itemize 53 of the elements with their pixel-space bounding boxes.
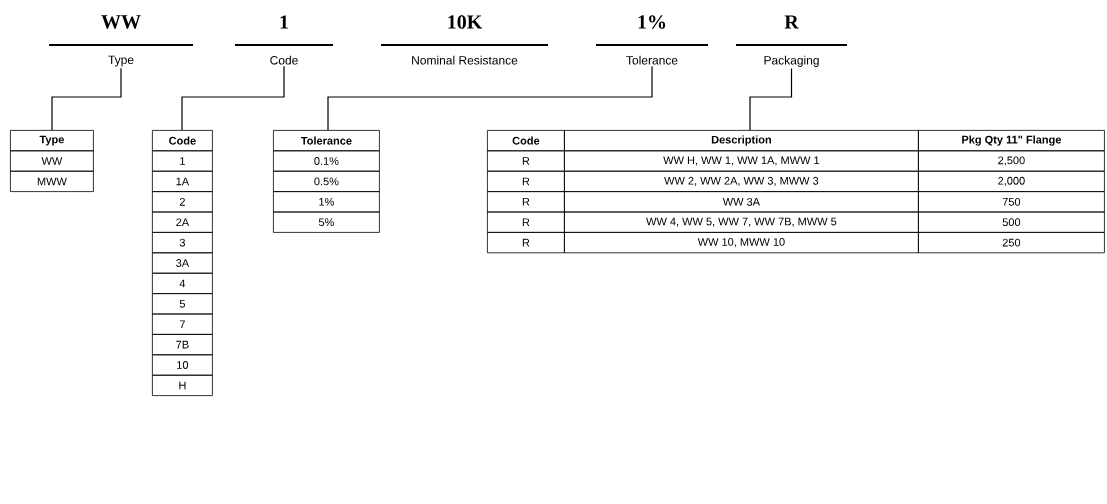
connector-line (327, 65, 653, 131)
table-cell: WW (10, 150, 94, 172)
table-cell: 3A (152, 252, 213, 274)
table-cell: H (152, 374, 213, 396)
table-cell: 1 (152, 150, 213, 172)
table-cell: 500 (918, 211, 1105, 233)
table-header-cell: Description (564, 130, 919, 152)
table-cell: R (487, 191, 565, 213)
table-cell: WW 2, WW 2A, WW 3, MWW 3 (564, 170, 919, 192)
field-label: Packaging (764, 55, 819, 67)
table-cell: WW H, WW 1, WW 1A, MWW 1 (564, 150, 919, 172)
table-cell: R (487, 211, 565, 233)
connector-line (51, 67, 122, 131)
table-cell: WW 3A (564, 191, 919, 213)
table-cell: WW 10, MWW 10 (564, 232, 919, 254)
table-cell: 5% (273, 211, 380, 233)
part-code-value: 1 (280, 15, 288, 29)
part-code-value: R (784, 15, 799, 29)
field-label: Nominal Resistance (412, 55, 518, 65)
table-cell: 2A (152, 211, 213, 233)
table-cell: 4 (152, 272, 213, 294)
table-cell: 1% (273, 191, 380, 213)
table-header-cell: Code (152, 130, 213, 152)
table-cell: 7B (152, 334, 213, 356)
connector-line (181, 65, 285, 131)
table-cell: R (487, 232, 565, 254)
part-code-value: 1% (638, 15, 666, 29)
table-header-cell: Pkg Qty 11" Flange (918, 130, 1105, 152)
field-label: Tolerance (626, 55, 678, 65)
field-label: Type (108, 55, 134, 67)
table-cell: WW 4, WW 5, WW 7, WW 7B, MWW 5 (564, 211, 919, 233)
table-cell: R (487, 150, 565, 172)
table-cell: MWW (10, 170, 94, 192)
table-cell: 2 (152, 191, 213, 213)
table-header-cell: Type (10, 130, 94, 152)
table-cell: 750 (918, 191, 1105, 213)
table-cell: R (487, 170, 565, 192)
table-cell: 3 (152, 232, 213, 254)
table-cell: 2,500 (918, 150, 1105, 172)
table-header-cell: Tolerance (273, 130, 380, 152)
table-cell: 2,000 (918, 170, 1105, 192)
table-header-cell: Code (487, 130, 565, 152)
connector-line (749, 68, 793, 131)
field-label: Code (270, 55, 298, 65)
table-cell: 7 (152, 313, 213, 335)
table-cell: 0.5% (273, 170, 380, 192)
part-code-value: WW (101, 15, 141, 29)
table-cell: 1A (152, 170, 213, 192)
table-cell: 0.1% (273, 150, 380, 172)
table-cell: 10 (152, 354, 213, 376)
part-code-value: 10K (448, 15, 483, 29)
table-cell: 5 (152, 293, 213, 315)
table-cell: 250 (918, 232, 1105, 254)
